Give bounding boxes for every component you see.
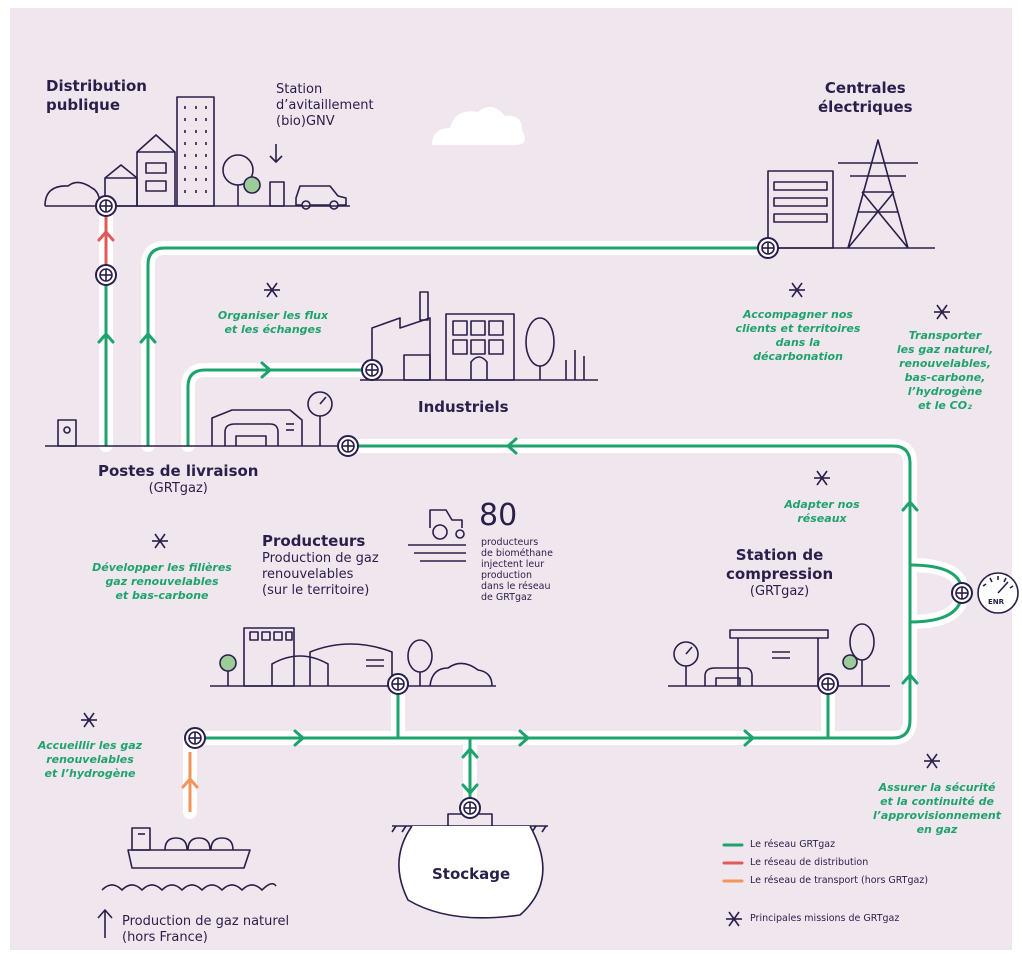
mission-accompagner-line-1: Accompagner nos	[743, 308, 853, 321]
mission-accompagner-line-2: clients et territoires	[735, 322, 861, 335]
postes-label: Postes de livraison (GRTgaz)	[98, 462, 259, 497]
mission-assurer-line-1: Assurer la sécurité	[878, 781, 996, 794]
mission-accueillir-line-2: renouvelables	[46, 753, 134, 766]
legend-missions: Principales missions de GRTgaz	[750, 913, 900, 924]
factory-icon	[360, 291, 598, 381]
legend-grtgaz: Le réseau GRTgaz	[750, 839, 836, 850]
up-arrow-icon	[97, 909, 113, 938]
mission-transporter-line-5: l’hydrogène	[907, 385, 983, 398]
producteurs-count-text: producteurs de biométhane injectent leur…	[481, 537, 553, 603]
mission-accueillir: Accueillir les gaz renouvelables et l’hy…	[28, 739, 152, 781]
mission-organiser-line-2: et les échanges	[224, 323, 322, 336]
mission-transporter-line-1: Transporter	[908, 329, 982, 342]
producteurs-sub-3: (sur le territoire)	[262, 583, 370, 598]
mission-organiser: Organiser les flux et les échanges	[206, 309, 340, 337]
centrales-title-line-1: Centrales	[824, 79, 906, 97]
mission-assurer: Assurer la sécurité et la continuité de …	[862, 781, 1012, 837]
enr-label: ENR	[988, 598, 1005, 606]
delivery-station-icon	[45, 391, 340, 447]
producteurs-title: Producteurs	[262, 532, 366, 550]
mission-adapter-line-1: Adapter nos	[784, 498, 860, 511]
power-plant-icon	[760, 139, 935, 249]
mission-assurer-line-2: et la continuité de	[880, 795, 994, 808]
legend-transport: Le réseau de transport (hors GRTgaz)	[750, 875, 929, 886]
station-line-1: Station	[276, 82, 323, 97]
production-label: Production de gaz naturel (hors France)	[122, 914, 289, 946]
station-line-3: (bio)GNV	[276, 114, 335, 129]
legend-swatches	[722, 843, 744, 883]
mission-transporter-line-2: les gaz naturel,	[896, 343, 994, 356]
stockage-title: Stockage	[432, 865, 511, 883]
count-line-3: injectent leur	[481, 559, 545, 570]
postes-title: Postes de livraison	[98, 462, 259, 480]
count-line-6: de GRTgaz	[481, 592, 532, 603]
station-label: Station d’avitaillement (bio)GNV	[276, 82, 374, 130]
producteurs-sub-2: renouvelables	[262, 567, 354, 582]
mission-assurer-line-4: en gaz	[916, 823, 958, 836]
count-line-4: production	[481, 570, 533, 581]
mission-accueillir-line-1: Accueillir les gaz	[37, 739, 143, 752]
count-line-5: dans le réseau	[481, 581, 551, 592]
count-line-2: de biométhane	[481, 548, 553, 559]
storage-icon	[391, 813, 548, 919]
mission-organiser-line-1: Organiser les flux	[217, 309, 329, 322]
mission-assurer-line-3: l’approvisionnement	[872, 809, 1002, 822]
mission-developper-line-3: et bas-carbone	[115, 589, 209, 602]
producteurs-count: 80	[479, 498, 518, 533]
production-line-2: (hors France)	[122, 930, 208, 945]
legend-distribution: Le réseau de distribution	[750, 857, 869, 868]
mission-transporter-line-6: et le CO₂	[918, 399, 972, 412]
production-line-1: Production de gaz naturel	[122, 914, 290, 929]
distribution-title: Distribution publique	[46, 77, 147, 115]
compression-title-line-2: compression	[726, 565, 834, 583]
mission-accueillir-line-3: et l’hydrogène	[44, 767, 136, 780]
compression-label: Station de compression (GRTgaz)	[726, 546, 833, 600]
pipe-grtgaz	[104, 246, 964, 810]
count-line-1: producteurs	[481, 537, 539, 548]
mission-developper-line-2: gaz renouvelables	[105, 575, 219, 588]
industriels-title: Industriels	[418, 398, 509, 416]
mission-accompagner: Accompagner nos clients et territoires d…	[728, 308, 868, 364]
mission-adapter: Adapter nos réseaux	[770, 498, 874, 526]
mission-adapter-line-2: réseaux	[797, 512, 847, 525]
distribution-title-line-1: Distribution	[46, 77, 147, 95]
mission-developper: Développer les filières gaz renouvelable…	[84, 561, 240, 603]
compression-sub: (GRTgaz)	[749, 584, 810, 599]
centrales-title-line-2: électriques	[818, 98, 913, 116]
compressor-icon	[668, 623, 890, 687]
mission-accompagner-line-4: décarbonation	[753, 350, 843, 363]
compression-title-line-1: Station de	[735, 546, 824, 564]
distribution-title-line-2: publique	[46, 96, 121, 114]
mission-transporter-line-3: renouvelables,	[899, 357, 991, 370]
mission-accompagner-line-3: dans la	[775, 336, 821, 349]
station-line-2: d’avitaillement	[276, 98, 374, 113]
postes-sub: (GRTgaz)	[148, 481, 208, 496]
mission-developper-line-1: Développer les filières	[92, 561, 232, 574]
centrales-title: Centrales électriques	[818, 79, 913, 117]
producteurs-sub-1: Production de gaz	[262, 551, 379, 566]
tractor-icon	[408, 509, 466, 562]
cloud-icon	[432, 106, 525, 145]
producteurs-label: Producteurs Production de gaz renouvelab…	[262, 532, 379, 599]
flow-arrows	[97, 230, 919, 795]
mission-transporter-line-4: bas-carbone,	[904, 371, 986, 384]
mission-transporter: Transporter les gaz naturel, renouvelabl…	[890, 329, 1000, 413]
biomethane-plant-icon	[210, 627, 496, 687]
enr-gauge-icon	[977, 572, 1019, 614]
ship-icon	[101, 827, 277, 891]
